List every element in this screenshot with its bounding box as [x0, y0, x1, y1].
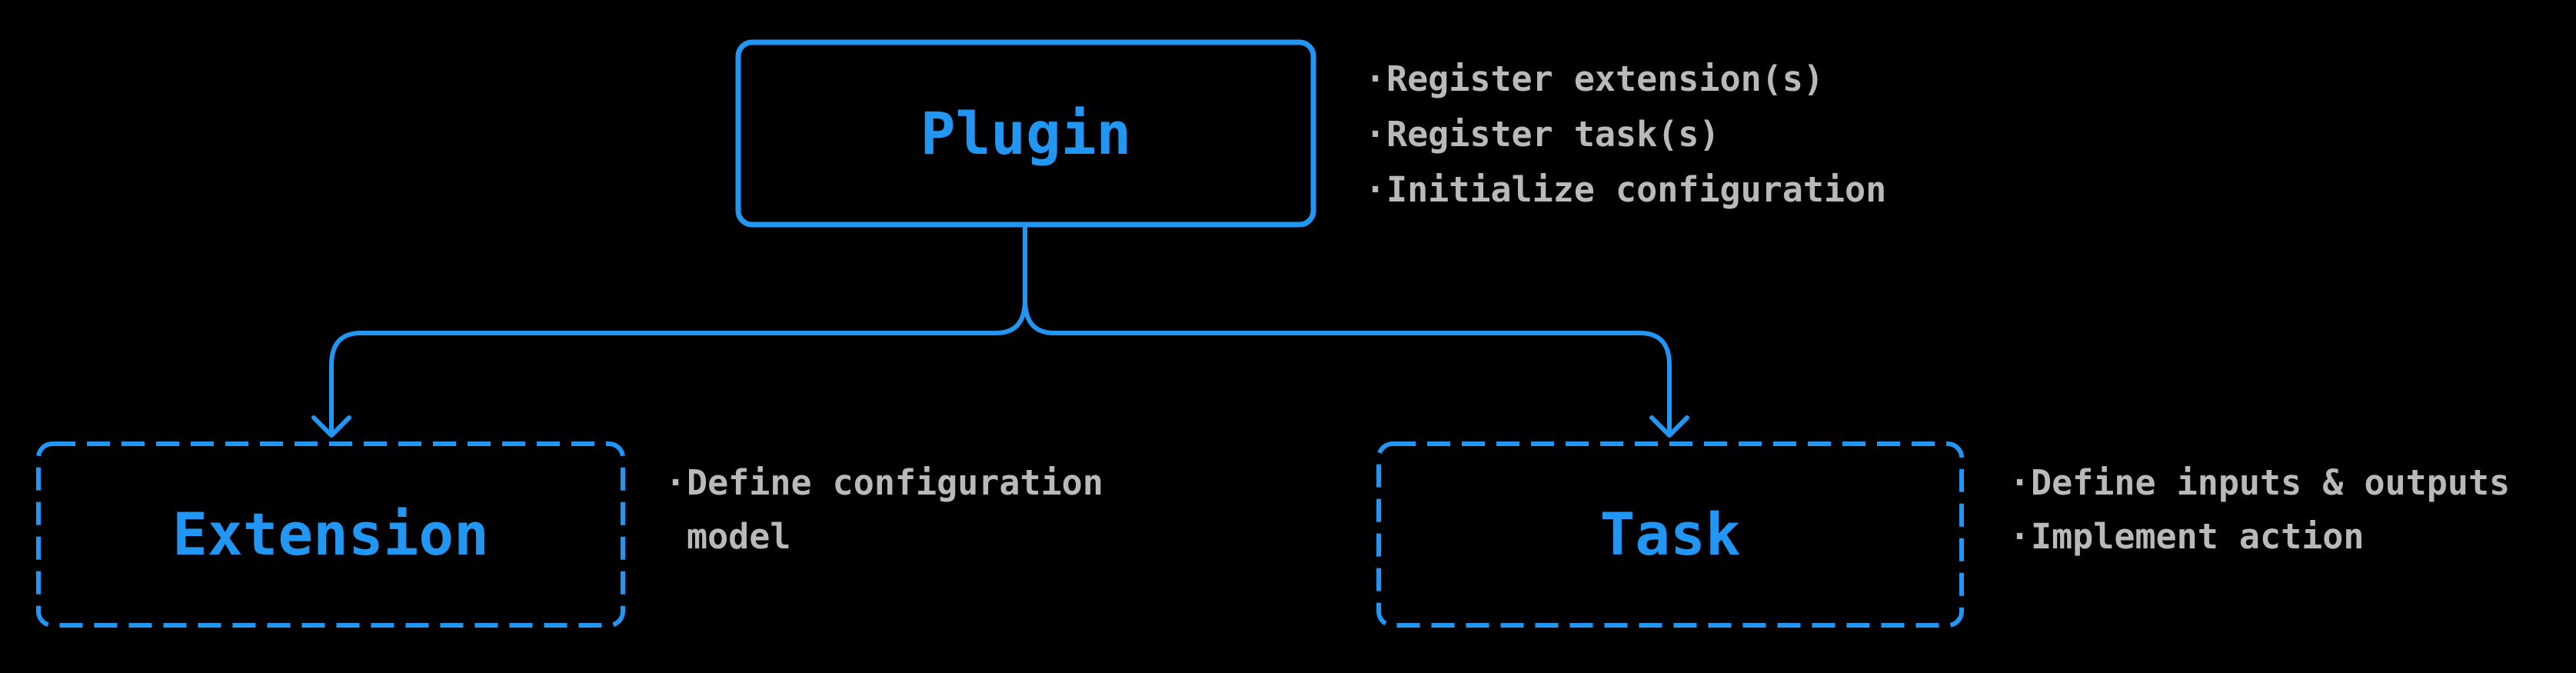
list-item: Initialize configuration — [1365, 162, 1886, 218]
edge-plugin-to-extension — [329, 225, 1027, 433]
list-item: Define inputs & outputs — [2009, 456, 2510, 510]
bullet-icon — [2009, 510, 2031, 564]
note-text: Implement action — [2031, 516, 2365, 557]
task-notes-list: Define inputs & outputs Implement action — [2009, 456, 2510, 564]
bullet-icon — [665, 456, 687, 510]
note-text: Register task(s) — [1386, 114, 1720, 155]
note-text: Define inputs & outputs — [2031, 462, 2511, 503]
note-text: Initialize configuration — [1386, 169, 1887, 210]
extension-node-label: Extension — [172, 500, 489, 568]
note-text: Register extension(s) — [1386, 58, 1824, 99]
list-item: Register extension(s) — [1365, 52, 1886, 107]
note-text: Define configuration model — [687, 462, 1103, 557]
plugin-node-label: Plugin — [920, 99, 1132, 168]
list-item: Define configuration model — [665, 456, 1103, 564]
extension-notes-list: Define configuration model — [665, 456, 1103, 564]
bullet-icon — [1365, 162, 1386, 218]
plugin-box-outline — [735, 39, 1316, 228]
edge-plugin-to-task — [1023, 298, 1672, 433]
plugin-notes-list: Register extension(s) Register task(s) I… — [1365, 52, 1886, 218]
task-box-outline — [1376, 441, 1964, 628]
bullet-icon — [1365, 107, 1386, 162]
extension-box-outline — [36, 441, 625, 628]
arrowhead-down-icon — [1649, 415, 1689, 438]
list-item: Register task(s) — [1365, 107, 1886, 162]
task-node-label: Task — [1599, 500, 1741, 568]
bullet-icon — [1365, 52, 1386, 107]
bullet-icon — [2009, 456, 2031, 510]
arrowhead-down-icon — [311, 415, 351, 438]
list-item: Implement action — [2009, 510, 2510, 564]
